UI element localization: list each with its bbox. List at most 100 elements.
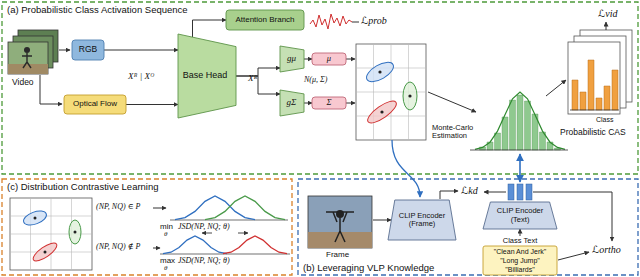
box-shape [312,53,346,65]
frame-person [336,210,344,218]
axis-line [570,110,619,111]
mean-dot [34,217,37,220]
video-person [24,47,30,53]
math-label: max [160,257,175,266]
box-shape [72,40,104,60]
flow-arrow [352,22,359,23]
push-arrow [202,233,212,234]
distribution-ellipse [403,82,417,110]
box-heading: Class Text [483,236,557,246]
flow-arrow [59,50,70,51]
box-label: "Billiards" [505,266,534,274]
trapezoid-shape [178,34,236,118]
text-label: Frame [326,251,349,260]
panel-region: (c) Distribution Contrastive Learning [2,179,292,275]
grid-lines [356,44,426,140]
panel-border [2,179,292,275]
box-label: gμ [287,54,296,64]
connector-arrow [304,103,312,104]
trapezoid-shape [483,202,557,229]
math-label: θ [164,231,167,239]
prompt-item: "Clean And Jerk" [486,247,554,256]
loss-label: ℒprob [361,15,387,26]
connector-arrow [520,229,521,236]
node-outline [2,2,638,174]
gaussian-curve [175,196,255,220]
box-shape [64,95,126,114]
panel-title: (c) Distribution Contrastive Learning [7,181,159,192]
distribution-ellipse [69,220,81,244]
panel-title: (b) Leveraging VLP Knowledge [303,262,434,273]
axis-line [170,220,288,221]
math-label: θ [164,265,167,273]
mean-dot [378,70,381,73]
flow-arrow [40,75,62,104]
embedding-grid [356,44,426,140]
math-label: JSD(NP, NQ; θ) [178,257,230,266]
cas-bars [572,60,618,110]
gaussian-curve [223,236,287,254]
encoder-block: CLIP Encoder (Text) [483,202,557,229]
box-shape [483,246,557,275]
panel-border [298,179,638,275]
connector-arrow [104,50,178,51]
axis-line [470,150,568,151]
head-block: gΣ [280,90,304,116]
distribution-ellipse [22,208,49,227]
trapezoid-shape [280,90,304,116]
embedding-grid [10,198,92,270]
video-person [22,53,32,68]
box-label: Attention Branch [235,16,294,25]
attention-wave [310,14,352,29]
loss-label: ℒortho [592,244,621,255]
video-frame [8,42,48,74]
loss-label: ℒkd [461,185,478,196]
box-label: Σ [326,98,331,107]
cas-page [568,42,620,114]
frame-floor [308,232,372,248]
frame-image [308,196,372,248]
text-label: Video [12,78,34,87]
flow-arrow [373,220,391,221]
flow-arrow [153,248,160,249]
input-box: RGB [72,40,104,60]
distribution-ellipse [364,58,397,85]
flow-arrow [606,22,607,30]
mean-dot [44,251,47,254]
encoder-block: CLIP Encoder (Frame) [388,200,456,240]
box-label: Optical Flow [73,100,117,109]
panel-border [2,2,638,174]
trapezoid-shape [280,46,304,72]
math-label: JSD(NP, NQ; θ) [178,223,230,232]
video-floor [8,64,48,74]
gaussian-curve [205,196,285,220]
math-label: (NP, NQ) ∈ P [96,203,140,212]
head-block: Base Head [178,34,236,118]
box-shape [226,10,304,30]
flow-arrow [346,59,355,60]
feature-bar: Σ [312,97,346,109]
distribution-ellipse [31,240,60,264]
loss-line [484,192,506,193]
connector-arrow [126,104,178,105]
panel-region: (a) Probabilistic Class Activation Seque… [2,2,638,174]
flow-arrow [346,103,355,104]
process-box: Attention Branch [226,10,304,30]
box-label: RGB [79,45,97,54]
push-arrow [238,233,248,234]
box-label: CLIP Encoder (Text) [491,207,549,224]
knowledge-curve [392,140,420,197]
distribution-ellipse [365,97,400,126]
text-feature [517,184,523,200]
box-label: CLIP Encoder (Frame) [395,212,449,229]
text-prompt-box: Class Text"Clean And Jerk""Long Jump""Bi… [483,236,557,275]
connector-arrow [193,20,227,37]
node-outline [2,179,292,275]
knowledge-arrow [519,154,521,182]
mean-dot [408,94,411,97]
text-feature [526,184,532,200]
loss-line [558,252,589,260]
math-label: N(μ, Σ) [304,76,327,85]
